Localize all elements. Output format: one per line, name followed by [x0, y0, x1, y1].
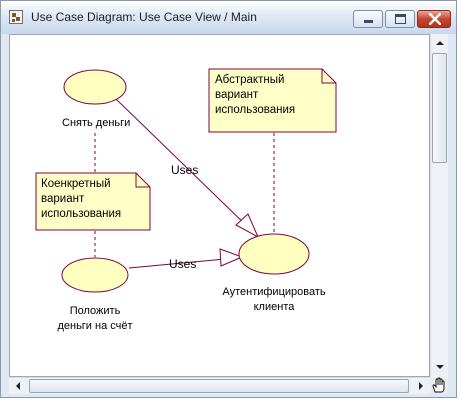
uses-label-1: Uses — [171, 163, 199, 177]
close-button[interactable] — [417, 10, 451, 28]
scroll-left-icon — [16, 382, 20, 390]
scroll-left-button[interactable] — [10, 378, 26, 394]
note-concrete-line2: вариант — [41, 193, 85, 205]
note-abstract-line3: использования — [215, 104, 296, 116]
uses-association-1 — [115, 98, 260, 239]
note-abstract-line1: Абстрактный — [215, 74, 285, 86]
note-concrete-line1: Коенкретный — [41, 178, 111, 190]
app-icon[interactable] — [9, 10, 23, 24]
uses-association-2 — [128, 248, 244, 269]
uses-label-2: Uses — [169, 257, 197, 271]
scroll-down-button[interactable] — [432, 359, 448, 375]
deposit-label-line2: деньги на счёт — [57, 320, 133, 332]
scroll-right-icon — [419, 382, 423, 390]
auth-label-line2: клиента — [253, 301, 295, 313]
horizontal-scroll-thumb[interactable] — [29, 379, 409, 393]
diagram-svg — [35, 68, 337, 293]
window-title: Use Case Diagram: Use Case View / Main — [31, 10, 257, 24]
maximize-button[interactable] — [385, 10, 415, 28]
use-case-withdraw — [63, 69, 127, 105]
auth-label-line1: Аутентифицировать — [222, 286, 326, 298]
note-concrete-line3: использования — [41, 208, 122, 220]
scroll-up-icon — [436, 41, 444, 45]
note-concrete-text: Коенкретный вариант использования — [41, 177, 147, 222]
diagram-canvas[interactable]: Снять деньги Положить деньги на счёт Аут… — [9, 34, 430, 377]
scroll-corner[interactable] — [430, 377, 448, 394]
scroll-right-button[interactable] — [413, 378, 429, 394]
deposit-label-line1: Положить — [69, 305, 121, 317]
title-bar[interactable]: Use Case Diagram: Use Case View / Main — [1, 1, 456, 34]
use-case-deposit-label: Положить деньги на счёт — [35, 304, 155, 334]
horizontal-scrollbar[interactable] — [9, 377, 430, 394]
close-icon — [429, 13, 441, 25]
hand-tool-icon — [432, 377, 445, 393]
vertical-scroll-thumb[interactable] — [432, 53, 447, 163]
scroll-up-button[interactable] — [432, 35, 448, 51]
use-case-authenticate — [238, 233, 310, 275]
note-abstract-line2: вариант — [215, 89, 259, 101]
minimize-button[interactable] — [353, 10, 383, 28]
note-abstract — [208, 68, 337, 133]
vertical-scrollbar[interactable] — [430, 34, 448, 377]
scroll-down-icon — [436, 365, 444, 369]
use-case-authenticate-label: Аутентифицировать клиента — [204, 285, 344, 315]
note-concrete — [35, 172, 151, 231]
use-case-withdraw-label: Снять деньги — [62, 117, 131, 129]
minimize-icon — [364, 20, 373, 23]
maximize-icon — [395, 14, 406, 24]
use-case-deposit — [61, 257, 129, 293]
note-abstract-text: Абстрактный вариант использования — [215, 73, 333, 118]
